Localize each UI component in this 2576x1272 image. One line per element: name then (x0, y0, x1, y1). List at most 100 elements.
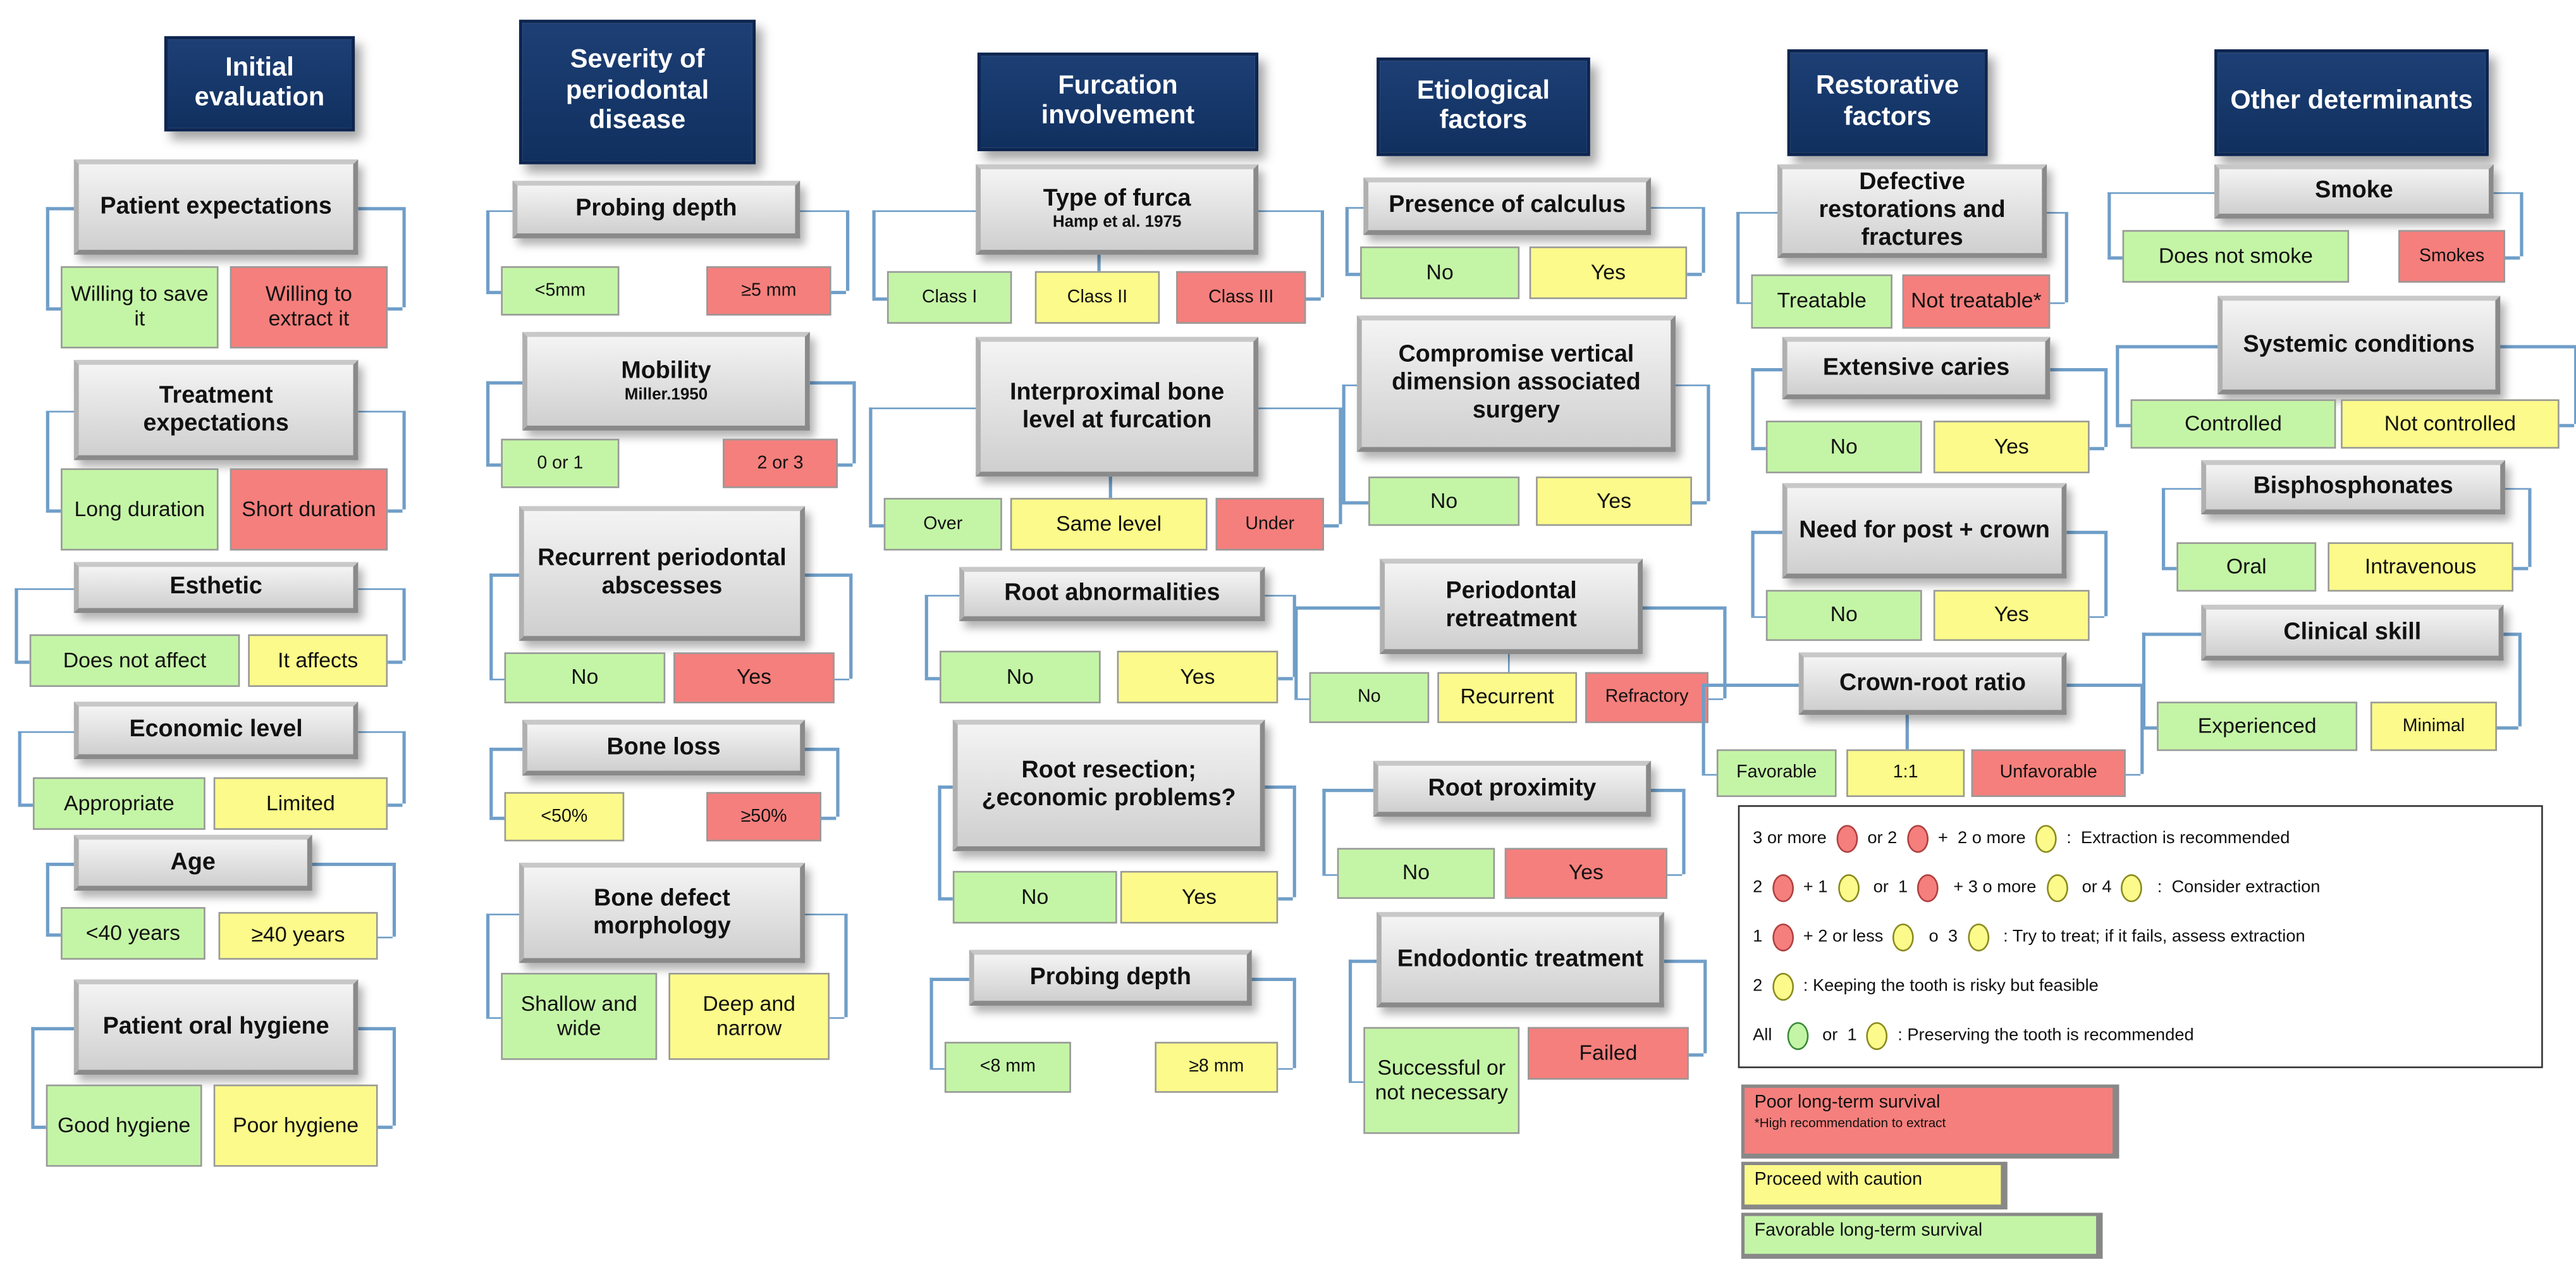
connector-line (486, 913, 519, 916)
option-yellow-yes: Yes (1120, 870, 1279, 924)
question-box-economic-level: Economic level (73, 701, 359, 760)
connector-line (1320, 209, 1323, 298)
option-red-5-mm: ≥5 mm (706, 266, 831, 316)
question-box-esthetic: Esthetic (73, 562, 359, 614)
option-green-does-not-affect: Does not affect (29, 634, 240, 687)
connector-line (2047, 211, 2065, 214)
connector-line (2142, 633, 2145, 727)
connector-line (2493, 191, 2520, 194)
option-yellow-yes: Yes (1933, 590, 2090, 641)
option-red-50: ≥50% (706, 792, 821, 842)
connector-line (2116, 424, 2131, 427)
question-box-crown-root-ratio: Crown-root ratio (1798, 652, 2067, 715)
connector-line (1688, 1053, 1704, 1056)
option-green-experienced: Experienced (2157, 701, 2358, 751)
connector-line (924, 594, 960, 597)
connector-line (1278, 677, 1293, 680)
option-green-favorable: Favorable (1716, 749, 1837, 798)
legend-rule-text: or 4 (2072, 877, 2117, 898)
question-label: Esthetic (169, 574, 262, 600)
swatch-label: Poor long-term survival (1754, 1092, 1941, 1113)
option-yellow-yes: Yes (1529, 246, 1688, 299)
connector-line (46, 933, 61, 936)
connector-line (392, 1027, 395, 1126)
connector-line (1905, 715, 1908, 750)
connector-line (2107, 191, 2215, 194)
connector-line (1322, 789, 1325, 874)
swatch-favorable-long-term-survival: Favorable long-term survival (1741, 1213, 2103, 1259)
option-green-no: No (952, 870, 1117, 924)
question-box-probing-depth: Probing depth (512, 180, 800, 238)
option-yellow-yes: Yes (1933, 421, 2090, 474)
legend-rule: All or 1 : Preserving the tooth is recom… (1753, 1011, 2528, 1060)
swatch-label: Proceed with caution (1754, 1170, 1922, 1190)
red-circle-icon (1917, 873, 1939, 902)
connector-line (1108, 476, 1112, 498)
connector-line (1702, 773, 1717, 776)
option-yellow-it-affects: It affects (248, 634, 388, 687)
option-green-long-duration: Long duration (61, 468, 219, 551)
option-yellow-1-1: 1:1 (1846, 749, 1965, 798)
connector-line (1292, 785, 1296, 898)
connector-line (1650, 206, 1702, 209)
legend-rule: 2 : Keeping the tooth is risky but feasi… (1753, 961, 2528, 1011)
connector-line (872, 209, 976, 213)
option-green-no: No (1360, 246, 1520, 299)
option-red-refractory: Refractory (1585, 672, 1708, 724)
connector-line (1258, 407, 1339, 409)
connector-line (31, 1027, 34, 1126)
option-yellow-same-level: Same level (1010, 498, 1208, 551)
connector-line (2064, 211, 2068, 302)
connector-line (392, 862, 395, 936)
connector-line (1345, 206, 1364, 209)
connector-line (1702, 683, 1705, 774)
question-label: Patient oral hygiene (102, 1013, 329, 1040)
question-label: Type of furca (1043, 186, 1191, 213)
option-green-8-mm: <8 mm (944, 1042, 1071, 1093)
option-yellow-class-ii: Class II (1034, 271, 1160, 324)
swatch-poor-long-term-survival: Poor long-term survival*High recommendat… (1741, 1084, 2119, 1159)
connector-line (486, 381, 523, 384)
question-box-patient-oral-hygiene: Patient oral hygiene (73, 979, 359, 1075)
connector-line (831, 290, 846, 293)
connector-line (489, 748, 523, 750)
connector-line (388, 660, 403, 664)
connector-line (15, 587, 18, 661)
connector-line (18, 803, 33, 806)
connector-line (869, 524, 884, 527)
option-green-5mm: <5mm (501, 266, 620, 316)
yellow-circle-icon (2045, 873, 2068, 902)
question-label: Probing depth (575, 195, 737, 223)
option-green-no: No (1337, 848, 1495, 899)
connector-line (1265, 785, 1293, 788)
connector-line (1294, 697, 1309, 700)
option-yellow-yes: Yes (1117, 650, 1279, 703)
question-label: Economic level (129, 717, 303, 743)
option-red-short-duration: Short duration (230, 468, 388, 551)
connector-line (2161, 487, 2164, 567)
connector-line (1258, 209, 1321, 213)
legend-rule-text: 2 (1753, 877, 1767, 898)
connector-line (46, 410, 74, 413)
connector-line (1736, 211, 1778, 214)
connector-line (46, 862, 49, 934)
question-label: Root resection; ¿economic problems? (981, 758, 1236, 812)
connector-line (2518, 633, 2521, 727)
legend-rule-text: 2 (1753, 976, 1767, 996)
question-box-systemic-conditions: Systemic conditions (2217, 295, 2501, 395)
option-yellow-minimal: Minimal (2370, 701, 2497, 751)
connector-line (2104, 531, 2107, 615)
question-label: Patient expectations (100, 193, 332, 220)
connector-line (2050, 367, 2105, 371)
yellow-circle-icon (1867, 1021, 1888, 1049)
option-red-under: Under (1215, 498, 1324, 551)
legend-rule-text: : Preserving the tooth is recommended (1892, 1025, 2194, 1046)
question-label: Bone defect morphology (593, 885, 731, 939)
option-green-no: No (940, 650, 1101, 703)
option-green-no: No (1765, 590, 1922, 641)
option-green-class-i: Class I (886, 271, 1012, 324)
connector-line (2089, 615, 2105, 618)
connector-line (1702, 206, 1705, 273)
connector-line (845, 209, 849, 291)
